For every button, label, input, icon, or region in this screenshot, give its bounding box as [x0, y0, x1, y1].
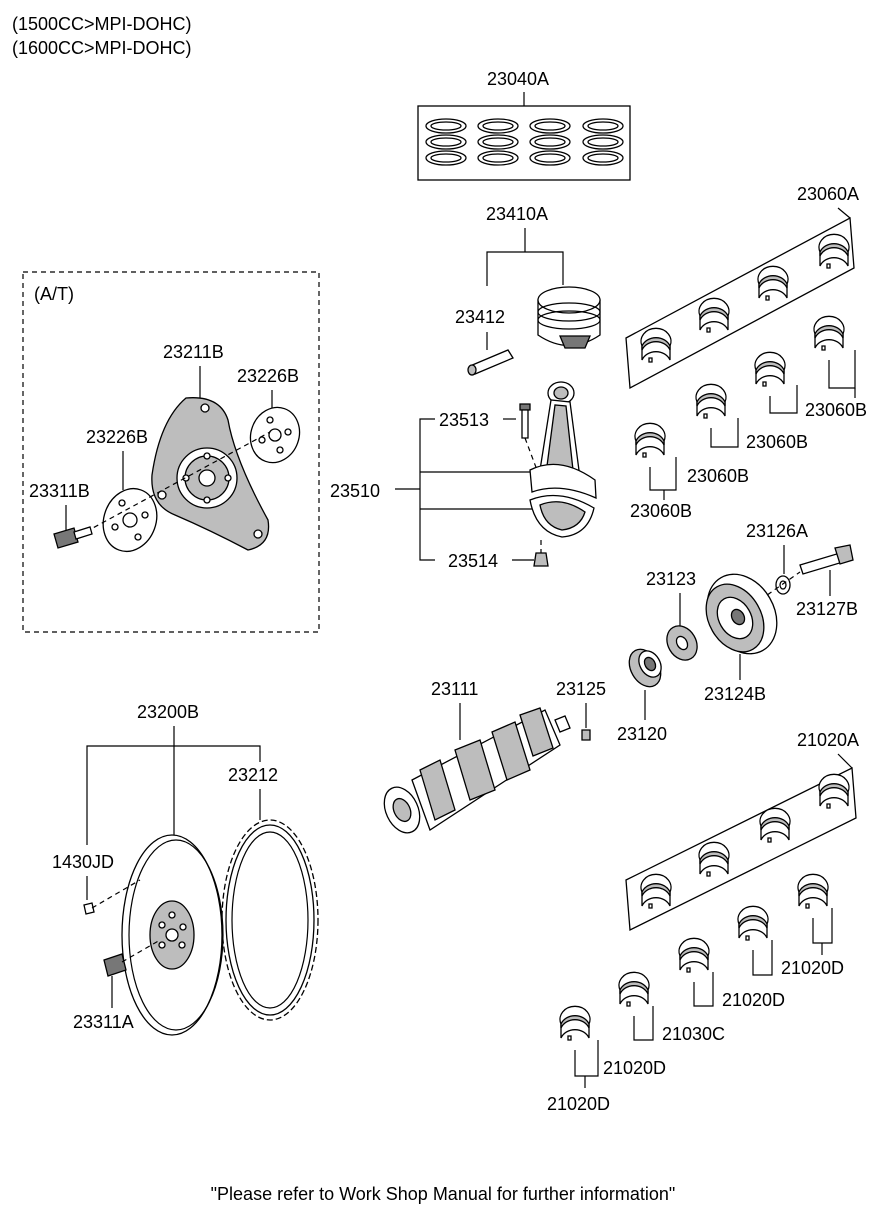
at-dashed-box	[22, 271, 320, 633]
label-23226B-top: 23226B	[237, 366, 299, 386]
flywheel-bolt	[103, 939, 161, 977]
label-23126A: 23126A	[746, 521, 808, 541]
label-23226B-left: 23226B	[86, 427, 148, 447]
label-23060A: 23060A	[797, 184, 859, 204]
label-1430JD: 1430JD	[52, 852, 114, 872]
crank-pulley	[705, 573, 778, 655]
label-23410A: 23410A	[486, 204, 548, 224]
label-23212: 23212	[228, 765, 278, 785]
label-23125: 23125	[556, 679, 606, 699]
label-23510: 23510	[330, 481, 380, 501]
crank-washer	[666, 625, 698, 661]
label-21020A: 21020A	[797, 730, 859, 750]
connecting-rod	[529, 381, 597, 538]
label-23040A: 23040A	[487, 69, 549, 89]
label-23060B-3: 23060B	[687, 466, 749, 486]
label-23123: 23123	[646, 569, 696, 589]
crankshaft	[383, 707, 571, 834]
drive-plate-bolt	[53, 526, 93, 549]
rod-bolt	[519, 403, 538, 471]
at-box-label: (A/T)	[34, 284, 74, 304]
crank-sprocket	[628, 648, 662, 688]
header-line-2: (1600CC>MPI-DOHC)	[12, 38, 192, 58]
flywheel	[121, 834, 224, 1036]
footer-note: "Please refer to Work Shop Manual for fu…	[211, 1184, 676, 1204]
pulley-bolt	[759, 544, 854, 601]
label-23111: 23111	[431, 679, 478, 699]
ring-gear	[221, 819, 319, 1021]
label-21020D-1: 21020D	[781, 958, 844, 978]
pulley-washer	[775, 575, 791, 595]
upper-bearing-panel	[625, 216, 855, 390]
label-23120: 23120	[617, 724, 667, 744]
label-23514: 23514	[448, 551, 498, 571]
label-23127B: 23127B	[796, 599, 858, 619]
header-line-1: (1500CC>MPI-DOHC)	[12, 14, 192, 34]
rod-nut	[533, 540, 549, 567]
label-23060B-1: 23060B	[805, 400, 867, 420]
piston	[537, 286, 601, 349]
piston-pin	[467, 349, 514, 376]
woodruff-key	[581, 729, 591, 741]
dowel-pin	[83, 879, 141, 915]
label-21030C: 21030C	[662, 1024, 725, 1044]
adapter-plate-front	[102, 487, 158, 553]
label-23200B: 23200B	[137, 702, 199, 722]
label-23412: 23412	[455, 307, 505, 327]
label-21020D-4: 21020D	[547, 1094, 610, 1114]
label-23211B: 23211B	[163, 342, 224, 362]
label-23311A: 23311A	[73, 1012, 134, 1032]
label-23060B-4: 23060B	[630, 501, 692, 521]
label-23060B-2: 23060B	[746, 432, 808, 452]
label-23311B: 23311B	[29, 481, 90, 501]
label-23513: 23513	[439, 410, 489, 430]
label-21020D-2: 21020D	[722, 990, 785, 1010]
lower-bearing-panel	[625, 766, 857, 932]
adapter-plate-rear	[249, 406, 301, 464]
drive-plate	[151, 397, 270, 551]
label-23124B: 23124B	[704, 684, 766, 704]
label-21020D-3: 21020D	[603, 1058, 666, 1078]
